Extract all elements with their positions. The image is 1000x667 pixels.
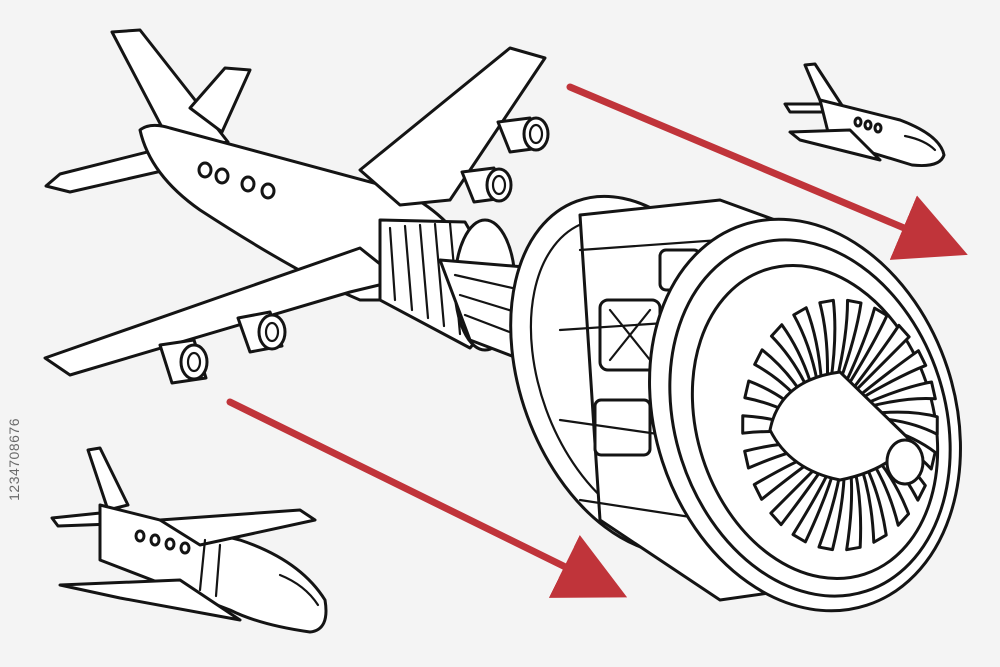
main-airplane-icon: [43, 28, 577, 385]
jet-engine-icon: [509, 194, 962, 613]
fan-blade-icon: [842, 306, 889, 388]
fan-blade-icon: [851, 323, 911, 392]
fan-blade-icon: [845, 459, 863, 552]
arrow-bottom-icon: [226, 398, 628, 598]
wing-engine-icon: [460, 166, 513, 204]
wing-engine-icon: [496, 116, 550, 154]
fan-blade-icon: [858, 349, 928, 400]
wing-engine-icon: [236, 310, 287, 354]
fan-blade-icon: [864, 380, 937, 409]
fan-blade-icon: [817, 463, 846, 552]
arrow-top-icon: [566, 83, 968, 260]
wing-engine-icon: [158, 338, 209, 385]
fan-blade-icon: [818, 298, 837, 391]
fan-blade-icon: [834, 298, 863, 387]
small-airplane-icon: [50, 446, 328, 634]
fan-blade-icon: [856, 453, 888, 544]
stock-id-label: 1234708676: [6, 418, 22, 501]
fan-blade-icon: [791, 462, 838, 544]
small-airplane-icon: [783, 62, 946, 167]
